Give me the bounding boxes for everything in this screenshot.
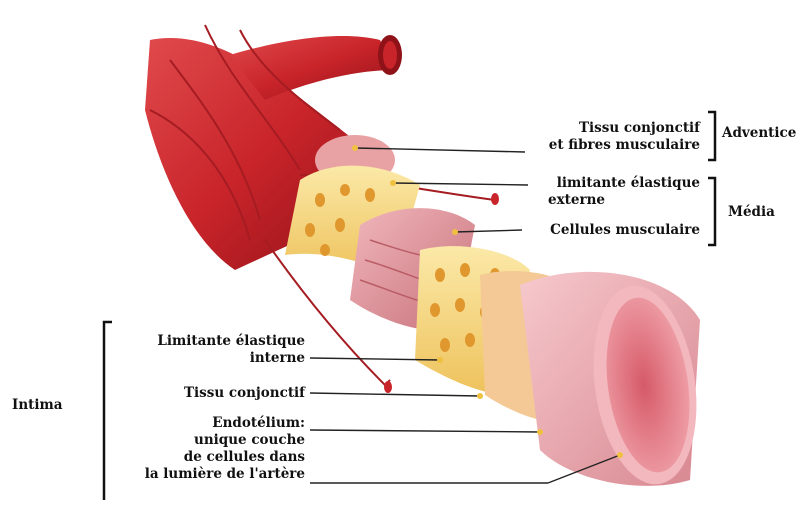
label-internal-elastic: Limitante élastique interne <box>100 333 305 367</box>
adventice-bracket <box>708 112 715 160</box>
label-media-external: limitante élastique externe <box>500 175 700 209</box>
label-line: Limitante élastique <box>100 333 305 350</box>
label-intima-tissue: Tissu conjonctif <box>100 385 305 402</box>
endothelium-tube <box>520 272 708 491</box>
label-media-cells: Cellules musculaire <box>500 222 700 239</box>
label-line: externe <box>500 192 700 209</box>
label-intima: Intima <box>12 397 63 414</box>
label-media: Média <box>728 204 775 221</box>
media-bracket <box>708 178 715 245</box>
label-endothelium: Endotélium: unique couche de cellules da… <box>100 415 305 483</box>
label-line: limitante élastique <box>500 175 700 192</box>
label-line: Tissu conjonctif <box>500 120 700 137</box>
label-line: unique couche <box>100 432 305 449</box>
label-line: de cellules dans <box>100 449 305 466</box>
label-adventice-tissue: Tissu conjonctif et fibres musculaire <box>500 120 700 154</box>
label-adventice: Adventice <box>722 125 796 142</box>
label-line: Endotélium: <box>100 415 305 432</box>
label-line: la lumière de l'artère <box>100 466 305 483</box>
label-line: interne <box>100 350 305 367</box>
label-line: et fibres musculaire <box>500 137 700 154</box>
